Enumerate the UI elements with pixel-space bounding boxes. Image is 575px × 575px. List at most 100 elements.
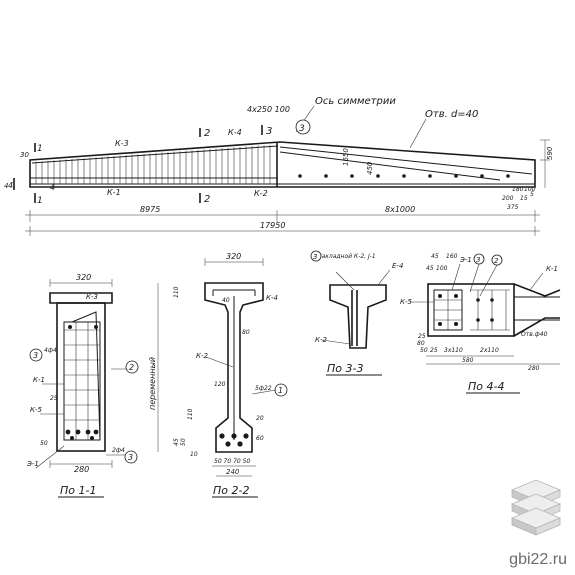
mark: Э-1 bbox=[459, 256, 472, 264]
right-span: 8x1000 bbox=[385, 205, 415, 214]
stacked-slabs-logo bbox=[510, 479, 562, 536]
end-dim: 180 bbox=[512, 186, 524, 193]
label: 25 bbox=[50, 395, 58, 402]
mark-k4: К-4 bbox=[228, 128, 242, 137]
dim: 80 bbox=[242, 329, 250, 336]
mark: 1 bbox=[278, 386, 283, 395]
dim: 45 bbox=[431, 253, 439, 260]
section-title: По 1-1 bbox=[60, 484, 96, 497]
dim: 50 bbox=[180, 438, 187, 446]
width-bottom: 280 bbox=[74, 465, 89, 474]
mark-circle-3 bbox=[295, 119, 311, 135]
hole bbox=[402, 174, 406, 178]
rebar-line-right-2 bbox=[279, 151, 501, 181]
section-mark-4b: 4 bbox=[50, 183, 55, 192]
label: 50 bbox=[40, 440, 48, 447]
section-outline bbox=[329, 284, 387, 349]
section-mark-1: 1 bbox=[37, 144, 43, 154]
mid-height: 1650 bbox=[342, 148, 350, 166]
watermark-text: gbi22.ru bbox=[509, 551, 567, 568]
leaders bbox=[410, 263, 544, 303]
mark: К-1 bbox=[33, 376, 45, 384]
hole bbox=[350, 174, 354, 178]
leader bbox=[335, 271, 355, 291]
mark: К-5 bbox=[400, 298, 412, 306]
mark: К-2 bbox=[315, 336, 327, 344]
dim: 120 bbox=[214, 381, 226, 388]
section-mark-1b: 1 bbox=[37, 196, 43, 206]
plan-taper bbox=[513, 283, 561, 337]
dim: 110 bbox=[187, 408, 194, 420]
rebar-line-top bbox=[31, 145, 279, 164]
mark: 3 bbox=[128, 453, 133, 462]
hole bbox=[454, 174, 458, 178]
dim: 50 70 70 50 bbox=[214, 458, 250, 465]
beam-elevation: Ось симметрии Отв. d=40 4x250 100 1 1 2 … bbox=[4, 96, 554, 236]
dim: 40 bbox=[222, 297, 230, 304]
leaders bbox=[205, 356, 277, 395]
hole bbox=[506, 174, 510, 178]
dim: 25 bbox=[418, 333, 426, 340]
dim: 60 bbox=[256, 435, 264, 442]
hole bbox=[428, 174, 432, 178]
mark: Е-4 bbox=[392, 262, 403, 270]
dim: 100 bbox=[436, 265, 448, 272]
end-dim: 15 bbox=[520, 195, 528, 202]
dim: 3х110 bbox=[444, 347, 463, 354]
cage-grid bbox=[64, 322, 100, 440]
total-length: 17950 bbox=[260, 221, 285, 230]
symmetry-label: Ось симметрии bbox=[315, 96, 396, 107]
mark: К-4 bbox=[266, 294, 278, 302]
bottom-dims bbox=[212, 465, 256, 477]
mark: Э-1 bbox=[26, 460, 39, 468]
mark-circle bbox=[124, 450, 138, 464]
mark-k1: К-1 bbox=[107, 188, 121, 197]
mark-circle bbox=[125, 360, 139, 374]
right-dim-line bbox=[540, 139, 550, 188]
rebar-dots bbox=[65, 325, 99, 440]
section-title: По 2-2 bbox=[213, 484, 249, 497]
hole bbox=[480, 174, 484, 178]
dim: 580 bbox=[462, 357, 474, 364]
section-3-3: 3 Закладной К-2, Ј-1 Е-4 К-2 3 По 3-3 bbox=[310, 250, 403, 376]
cage bbox=[63, 321, 101, 441]
bottom-dims bbox=[426, 355, 560, 365]
leaders bbox=[35, 368, 126, 469]
label: 4ф4 bbox=[44, 347, 57, 354]
hole-label: Отв. d=40 bbox=[425, 109, 478, 120]
hole bbox=[298, 174, 302, 178]
width-top: 320 bbox=[76, 273, 91, 282]
dim-left-30: 30 bbox=[20, 151, 29, 159]
dim-left-4: 4 bbox=[4, 182, 8, 190]
stirrups bbox=[35, 144, 271, 184]
leader bbox=[409, 118, 427, 149]
height-label: переменный bbox=[148, 357, 157, 410]
embedded-bars bbox=[351, 290, 358, 346]
mark: К-2 bbox=[196, 352, 208, 360]
section-1-1: 320 280 К-3 К-1 К-5 Э-1 2 3 3 4ф4 25 50 … bbox=[26, 273, 139, 498]
dim: 110 bbox=[173, 286, 180, 298]
dim: 20 bbox=[256, 415, 264, 422]
rebar-dots bbox=[219, 433, 249, 447]
note: 3 Закладной К-2, Ј-1 bbox=[312, 253, 376, 260]
width-bottom: 240 bbox=[226, 468, 240, 476]
dim-top bbox=[204, 258, 264, 266]
dim-bottom bbox=[49, 460, 113, 468]
section-title: По 4-4 bbox=[468, 380, 504, 393]
rebar-line-right bbox=[279, 146, 533, 175]
dim-line-total bbox=[25, 226, 540, 236]
rebar-dots bbox=[438, 294, 494, 326]
dim: 2х110 bbox=[480, 347, 499, 354]
taper-bars bbox=[514, 296, 560, 321]
leader bbox=[377, 269, 391, 286]
dim: 25 bbox=[430, 347, 438, 354]
dim: 45 bbox=[173, 438, 180, 446]
section-mark-4: 4 bbox=[8, 181, 13, 190]
dim: 280 bbox=[528, 365, 540, 372]
dim: 10 bbox=[190, 451, 198, 458]
mark-circle bbox=[310, 250, 322, 262]
width-top: 320 bbox=[226, 252, 241, 261]
dim: 160 bbox=[446, 253, 458, 260]
mark: К-5 bbox=[30, 406, 42, 414]
